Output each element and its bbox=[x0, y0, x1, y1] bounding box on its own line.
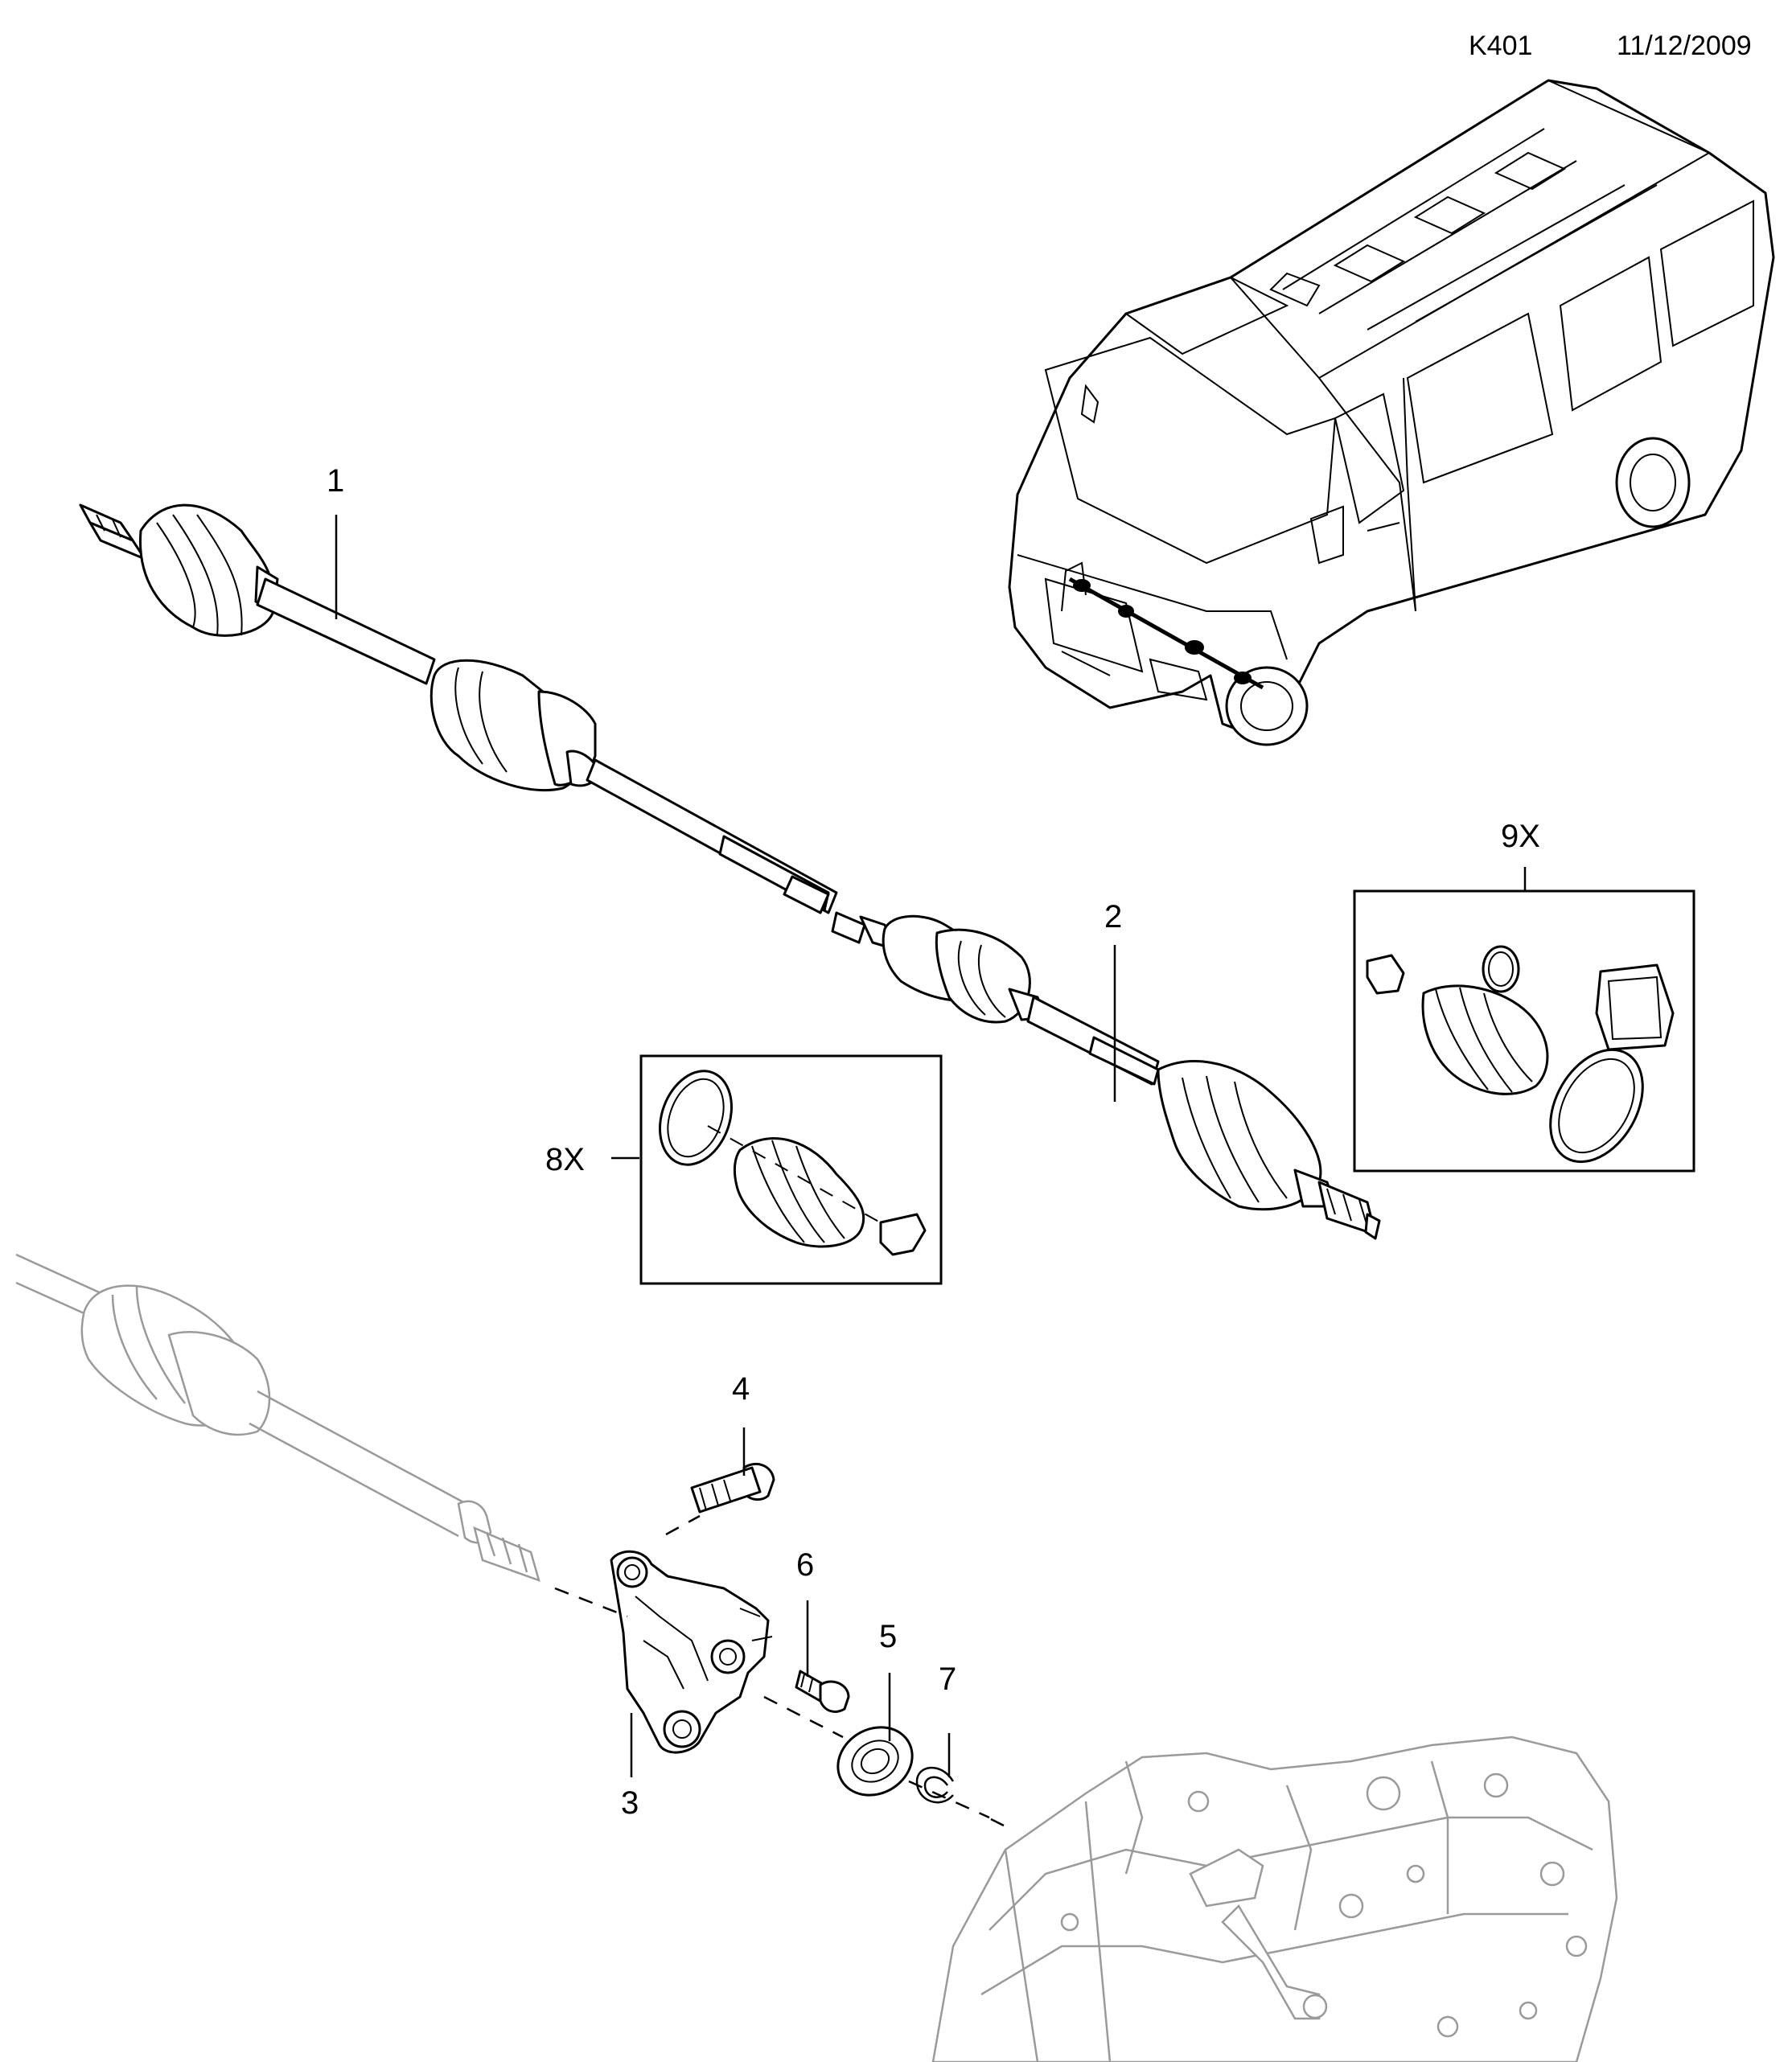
bolt-part-4 bbox=[690, 1463, 775, 1514]
page-date: 11/12/2009 bbox=[1617, 31, 1752, 61]
bracket-part-3 bbox=[610, 1550, 773, 1754]
bearing-part-5 bbox=[836, 1726, 914, 1797]
intermediate-shaft bbox=[15, 1253, 540, 1582]
callout-2: 2 bbox=[1104, 899, 1123, 934]
callout-5: 5 bbox=[879, 1619, 898, 1654]
page-code: K401 bbox=[1469, 31, 1533, 61]
callout-9x: 9X bbox=[1501, 819, 1540, 854]
circlip-part-7 bbox=[915, 1766, 955, 1804]
van-illustration bbox=[1008, 79, 1775, 746]
callout-4: 4 bbox=[732, 1371, 750, 1407]
boot-kit-8x bbox=[639, 1054, 943, 1285]
callout-6: 6 bbox=[796, 1547, 815, 1583]
callout-7: 7 bbox=[939, 1662, 957, 1697]
gearbox-illustration bbox=[931, 1735, 1618, 2062]
alignment-lines bbox=[554, 1514, 1005, 1827]
leader-lines bbox=[335, 515, 1527, 1777]
callout-1: 1 bbox=[327, 463, 345, 499]
callout-8x: 8X bbox=[545, 1142, 585, 1177]
drive-shaft-part-1 bbox=[79, 503, 838, 914]
callout-3: 3 bbox=[621, 1785, 639, 1821]
drive-shaft-part-2 bbox=[831, 911, 1381, 1240]
screw-part-6 bbox=[795, 1670, 850, 1713]
boot-kit-9x bbox=[1353, 889, 1695, 1173]
